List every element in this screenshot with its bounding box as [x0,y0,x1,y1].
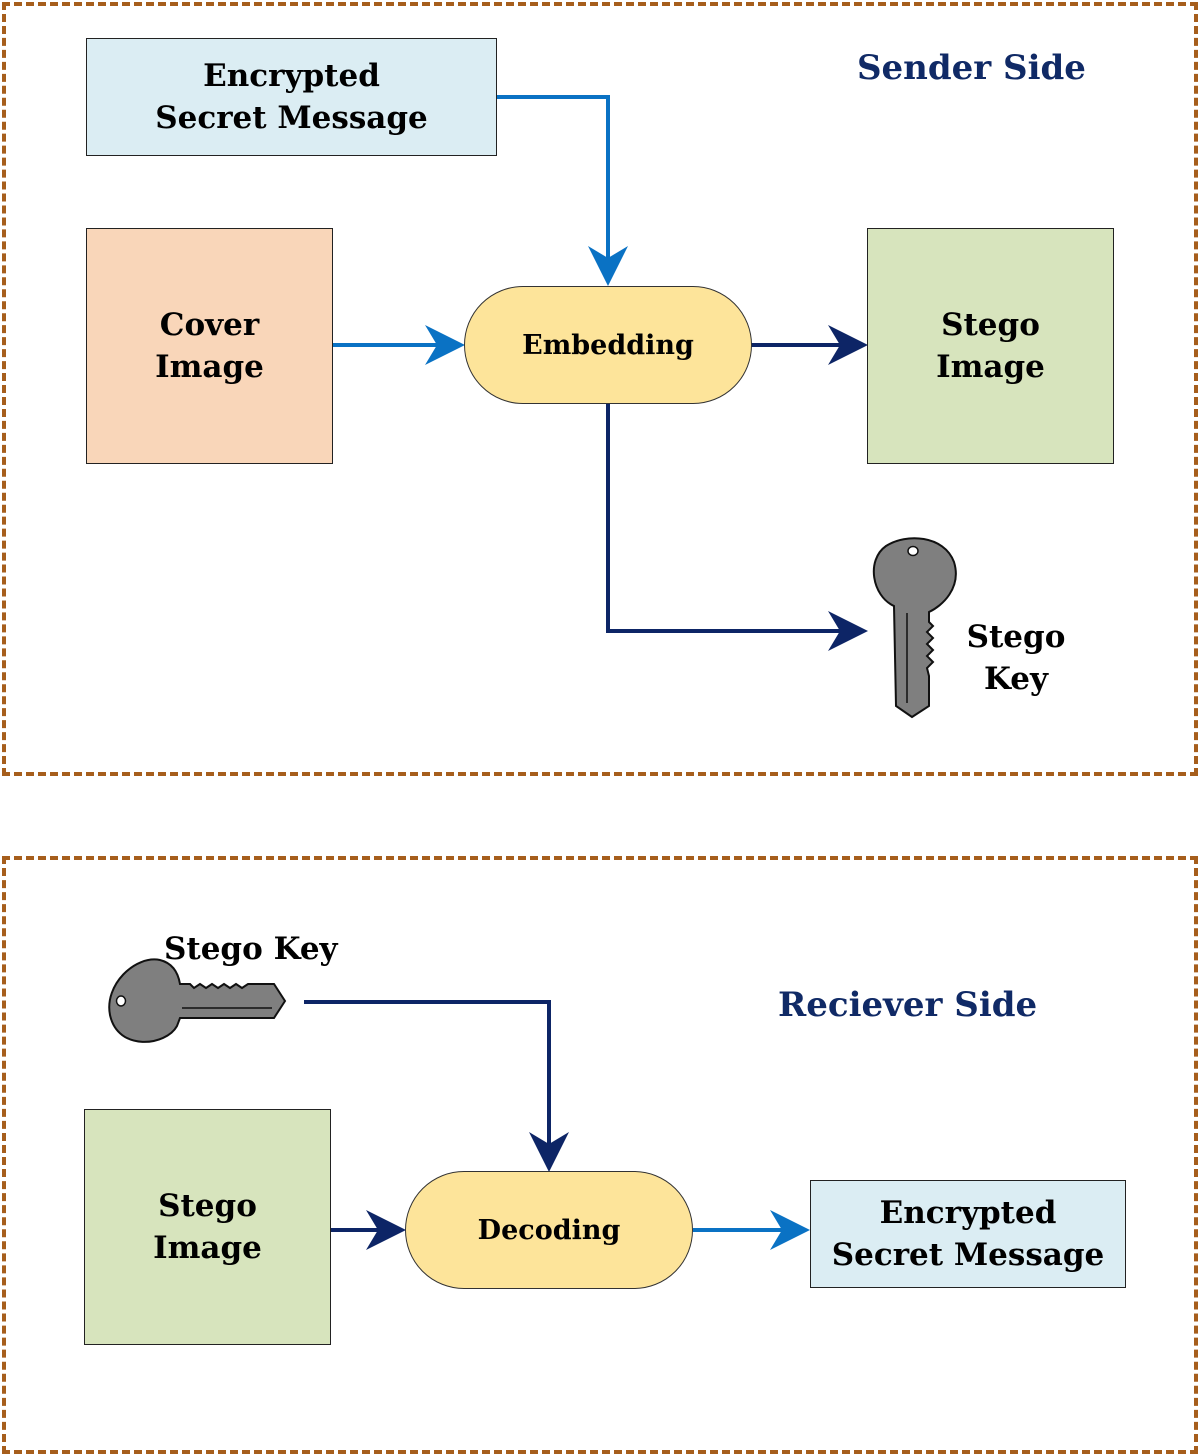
receiver-stego-image-box: Stego Image [84,1109,331,1345]
sender-side-panel [2,2,1198,776]
receiver-stego-image-line1: Stego [158,1188,257,1224]
stego-key-line1: Stego [966,619,1066,655]
key-icon [108,958,287,1043]
encrypted-message-line2: Secret Message [155,100,428,136]
stego-key-label: Stego Key [966,616,1066,700]
stego-image-line1: Stego [941,307,1040,343]
encrypted-message-box: Encrypted Secret Message [86,38,497,156]
receiver-side-panel [2,856,1198,1454]
arrow-message-to-embedding [497,95,628,286]
embedding-process: Embedding [464,286,752,404]
decoding-process: Decoding [405,1171,693,1289]
stego-image-box: Stego Image [867,228,1114,464]
cover-image-line2: Image [155,349,264,385]
sender-side-title: Sender Side [857,48,1086,88]
stego-image-line2: Image [936,349,1045,385]
receiver-stego-image-line2: Image [153,1230,262,1266]
receiver-encrypted-message-line2: Secret Message [831,1237,1105,1273]
receiver-encrypted-message-line1: Encrypted [879,1195,1057,1231]
arrow-embedding-to-stego-key [606,403,868,651]
receiver-stego-key-label: Stego Key [164,931,338,967]
cover-image-box: Cover Image [86,228,333,464]
stego-key-line2: Key [984,661,1048,697]
receiver-encrypted-message-box: Encrypted Secret Message [810,1180,1126,1288]
arrow-key-to-decoding [304,1000,569,1172]
encrypted-message-line1: Encrypted [203,58,380,94]
receiver-side-title: Reciever Side [778,985,1038,1025]
cover-image-line1: Cover [159,307,260,343]
key-icon [872,537,957,719]
